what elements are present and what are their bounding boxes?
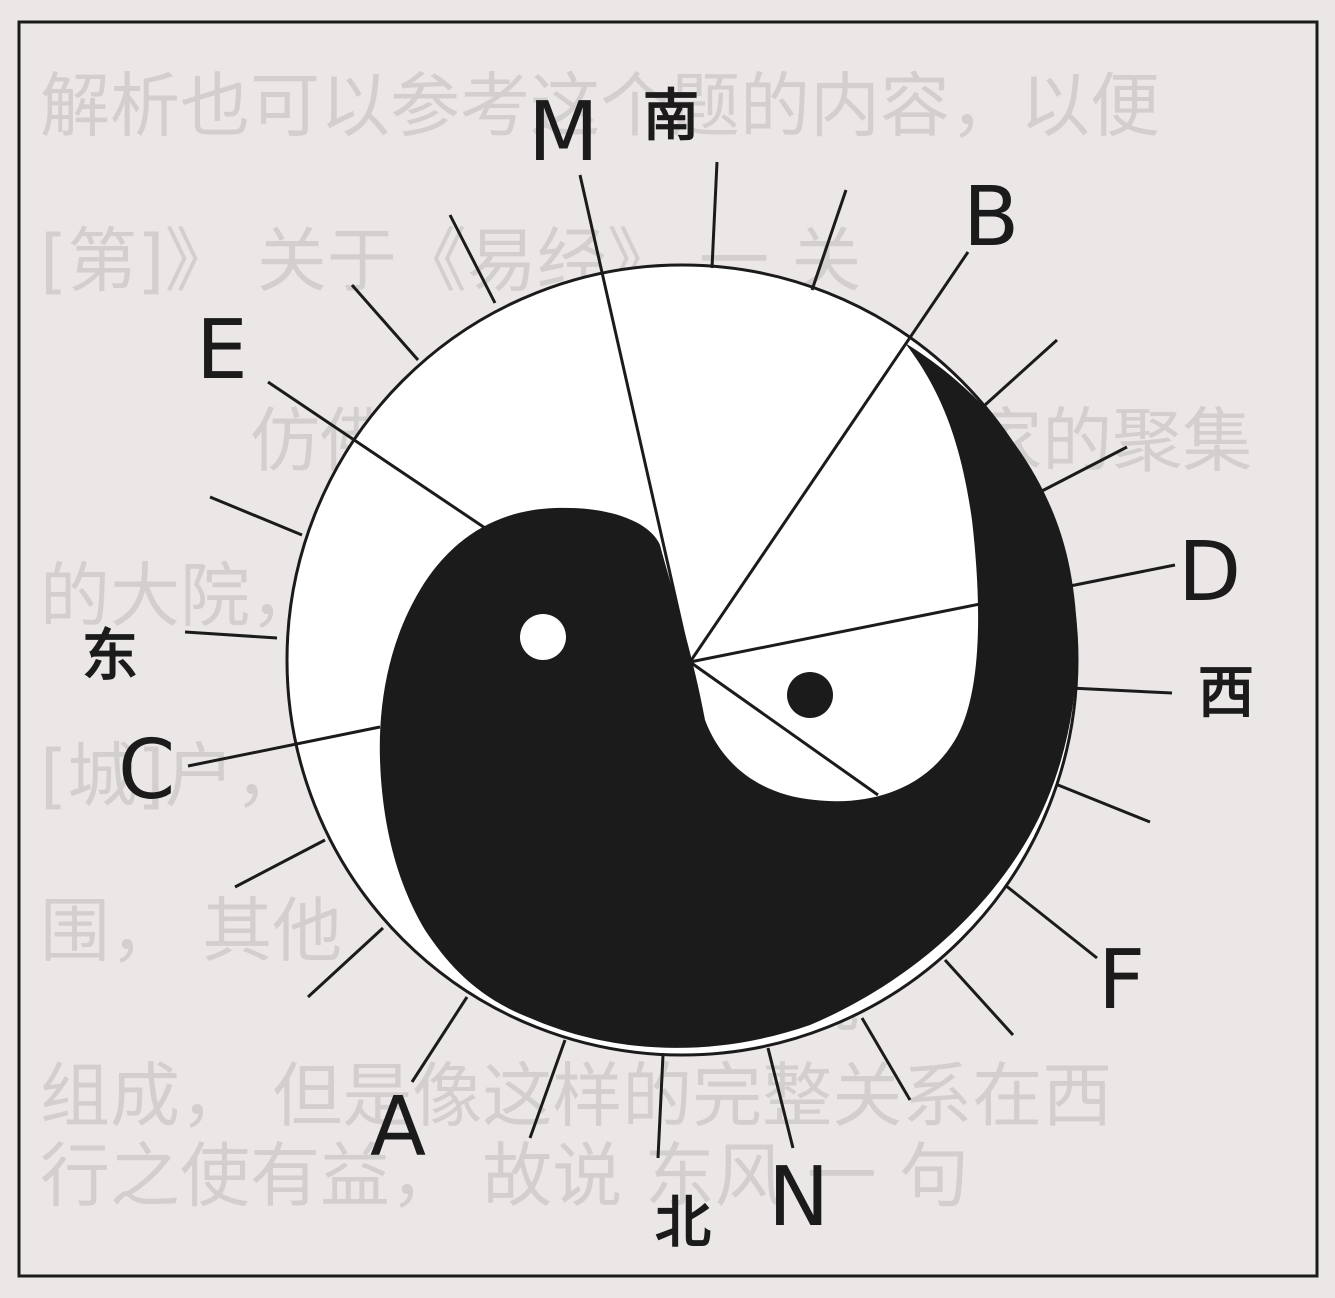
ghost-line: 围， 其他 (40, 890, 342, 972)
tick (234, 838, 326, 889)
frame-border (17, 20, 1319, 1278)
tick (943, 958, 1015, 1037)
label-E: E (196, 303, 248, 398)
line-to-B (688, 251, 970, 663)
tick (350, 284, 420, 361)
tick (184, 630, 278, 640)
ghost-line: 解析也可以参考这个题的内容，以便 (40, 65, 1160, 147)
tick (1057, 783, 1151, 824)
tick (1069, 686, 1173, 695)
tick (448, 214, 497, 304)
label-west: 西 (1198, 661, 1254, 726)
label-N: N (768, 1150, 829, 1245)
tick (209, 495, 303, 537)
label-B: B (963, 170, 1019, 265)
label-east: 东 (82, 624, 138, 689)
tick (810, 189, 848, 291)
label-D: D (1178, 525, 1241, 620)
label-C: C (118, 723, 175, 818)
yin-swirl (379, 343, 1078, 1048)
tick (1039, 445, 1128, 494)
tick (710, 161, 719, 269)
line-to-F-inner (689, 660, 879, 797)
tick (306, 926, 385, 999)
tick (1004, 883, 1098, 960)
compass-ticks (184, 161, 1173, 1159)
tick (983, 338, 1059, 407)
label-F: F (1098, 933, 1145, 1028)
line-to-D (689, 563, 1176, 664)
label-A: A (370, 1080, 426, 1175)
white-eye-dot (520, 614, 566, 660)
line-to-E (267, 380, 489, 532)
tick (528, 1039, 567, 1139)
direction-labels: 南 东 西 北 (82, 84, 1254, 1256)
line-to-M (578, 174, 692, 663)
ghost-line: 组成， 但是像这样的完整关系在西 (40, 1055, 1112, 1137)
label-south: 南 (643, 84, 699, 149)
label-M: M (528, 85, 599, 180)
point-labels: M B E D C F A N (118, 85, 1241, 1245)
black-eye-dot (787, 672, 833, 718)
tick (656, 1054, 665, 1159)
line-to-C (187, 725, 381, 768)
radial-lines (187, 174, 1176, 797)
tick (410, 996, 469, 1083)
label-north: 北 (655, 1191, 711, 1256)
tick (766, 1047, 795, 1149)
ghost-line: 行之使有益， 故说 东风 一 句 (40, 1135, 969, 1217)
tick (860, 1017, 912, 1101)
